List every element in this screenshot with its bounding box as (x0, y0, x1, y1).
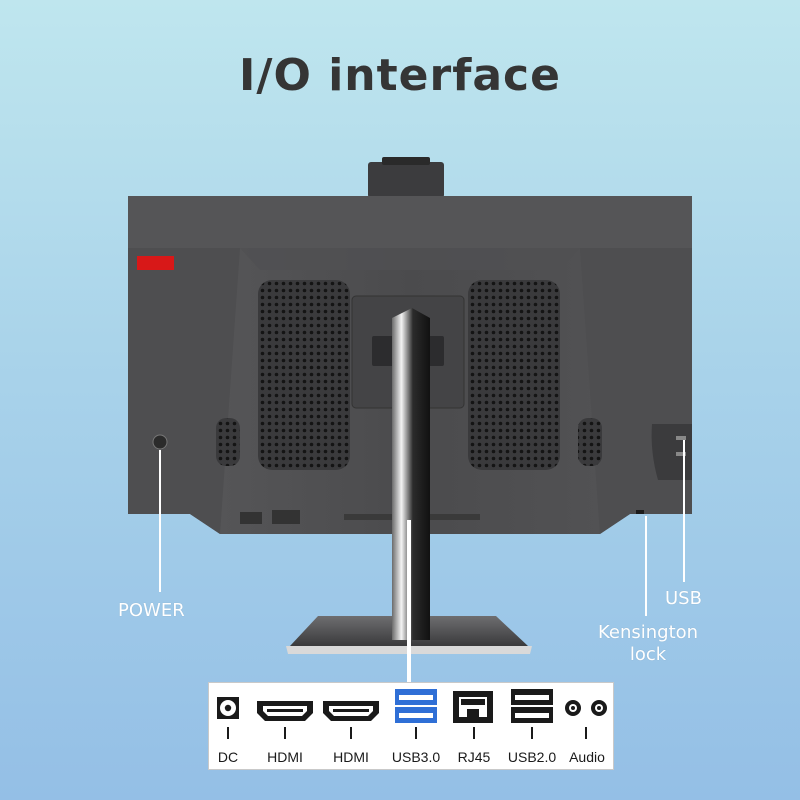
port-icons (217, 689, 607, 739)
io-port-panel: DC HDMI HDMI USB3.0 RJ45 USB2.0 Audio (208, 682, 614, 770)
power-button (152, 434, 168, 450)
hdmi-port-icon (323, 701, 379, 739)
usb-callout: USB (665, 588, 702, 609)
usb2-port-icon (511, 689, 553, 739)
audio-jack-icon (565, 700, 607, 739)
port-label-usb2: USB2.0 (507, 749, 557, 765)
port-label-hdmi-2: HDMI (333, 749, 369, 765)
port-label-rj45: RJ45 (457, 749, 491, 765)
hdmi-port-icon (257, 701, 313, 739)
right-vent (468, 280, 560, 470)
port-label-usb3: USB3.0 (391, 749, 441, 765)
port-label-audio: Audio (569, 749, 605, 765)
left-vent (258, 280, 350, 470)
port-label-hdmi-1: HDMI (267, 749, 303, 765)
red-accent (137, 256, 174, 270)
kensington-callout: Kensington lock (598, 622, 699, 665)
monitor-stand (286, 308, 532, 654)
usb3-port-icon (395, 689, 437, 739)
webcam (368, 157, 444, 198)
page-title: I/O interface (239, 50, 561, 101)
power-callout: POWER (118, 600, 185, 621)
port-label-dc: DC (217, 749, 239, 765)
rj45-port-icon (453, 691, 493, 739)
dc-jack-icon (217, 697, 239, 739)
